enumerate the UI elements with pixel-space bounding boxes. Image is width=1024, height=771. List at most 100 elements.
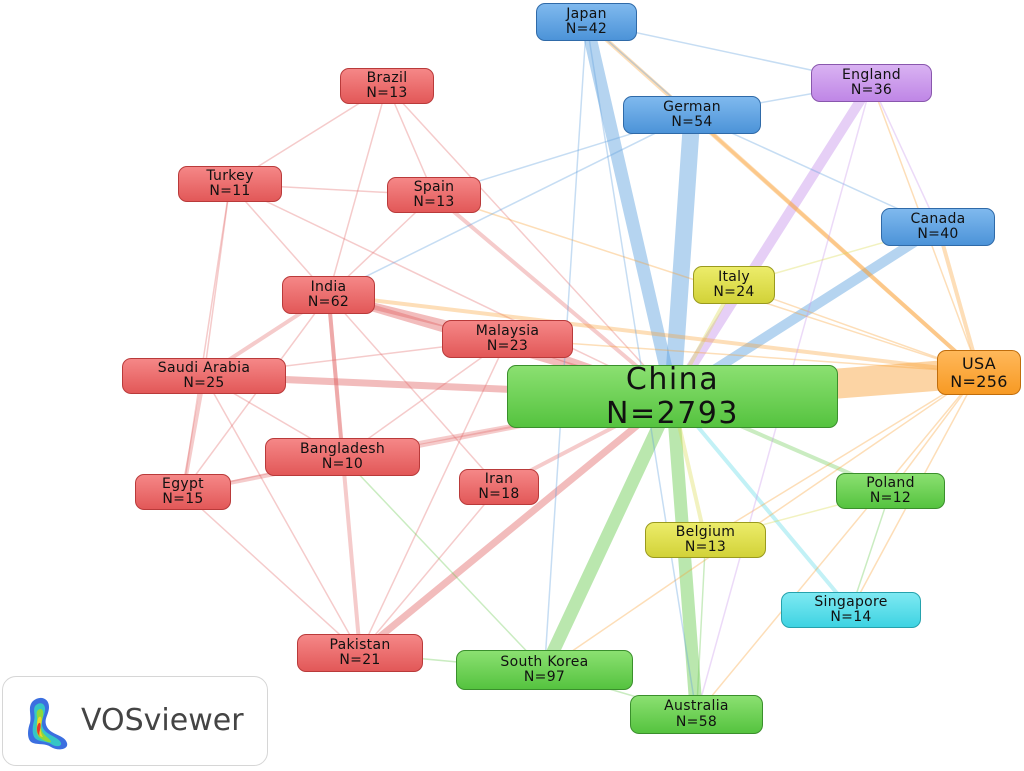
link-india-brazil [327,85,388,296]
node-usa[interactable]: USA N=256 [937,350,1021,395]
link-brazil-spain [386,85,435,196]
vosviewer-logo: VOSviewer [2,676,268,766]
link-china-spain [432,193,675,399]
link-china-brazil [386,85,674,398]
node-belgium[interactable]: Belgium N=13 [645,522,766,558]
node-label: Italy [718,268,750,285]
link-usa-belgium [704,371,980,541]
node-label: Egypt [162,475,204,492]
node-singapore[interactable]: Singapore N=14 [781,592,921,628]
node-count: N=256 [950,371,1008,391]
link-usa-canada [936,225,981,375]
node-malaysia[interactable]: Malaysia N=23 [442,320,573,358]
heatmap-blob-icon [28,697,68,750]
node-count: N=10 [321,456,364,472]
link-usa-southkorea [543,371,980,671]
node-count: N=13 [684,539,727,555]
node-count: N=36 [850,82,893,98]
node-label: Spain [413,178,455,195]
node-egypt[interactable]: Egypt N=15 [135,474,231,510]
node-pakistan[interactable]: Pakistan N=21 [297,634,423,672]
link-china-turkey [229,183,674,398]
node-canada[interactable]: Canada N=40 [881,208,995,246]
node-saudi-arabia[interactable]: Saudi Arabia N=25 [122,358,286,394]
node-label: Iran [484,470,514,487]
node-count: N=42 [565,21,608,37]
link-pakistan-iran [359,486,500,654]
node-count: N=13 [366,85,408,101]
link-india-iran [327,294,500,488]
node-label: Malaysia [475,322,540,339]
node-count: N=23 [486,338,529,354]
node-turkey[interactable]: Turkey N=11 [178,166,282,202]
node-label: Singapore [814,593,888,610]
node-label: German [663,98,721,115]
link-pakistan-malaysia [359,338,509,654]
node-count: N=62 [307,294,350,310]
node-label: USA [961,353,996,373]
link-saudi-egypt [181,374,206,494]
node-india[interactable]: India N=62 [282,276,375,314]
link-usa-japan [584,20,981,375]
link-china-singapore [670,394,853,612]
node-count: N=18 [478,486,520,502]
node-china[interactable]: China N=2793 [507,361,838,430]
node-south-korea[interactable]: South Korea N=97 [456,650,633,690]
link-england-canada [870,82,939,228]
link-china-german [664,106,701,405]
link-australia-belgium [695,539,707,716]
node-count: N=24 [713,284,755,300]
link-german-india [327,114,693,296]
node-count: N=21 [339,652,381,668]
node-england[interactable]: England N=36 [811,64,932,102]
node-iran[interactable]: Iran N=18 [459,469,539,505]
node-count: N=58 [675,713,718,730]
node-count: N=13 [413,194,455,210]
link-china-england [667,78,877,402]
link-saudi-pakistan [203,375,361,654]
node-japan[interactable]: Japan N=42 [536,3,637,41]
link-bangladesh-malaysia [341,338,509,458]
node-label: Poland [866,474,915,491]
link-china-pakistan [356,393,676,657]
node-count: N=15 [162,491,204,507]
link-poland-singapore [850,490,892,611]
link-southkorea-bangladesh [341,456,546,671]
link-china-southkorea [538,390,679,677]
node-count: N=12 [869,490,912,506]
node-label: South Korea [500,653,589,670]
link-india-bangladesh [326,293,345,459]
node-label: Turkey [206,167,254,184]
node-count: N=11 [209,183,251,199]
link-saudi-turkey [203,183,231,377]
link-usa-australia [695,371,980,716]
node-bangladesh[interactable]: Bangladesh N=10 [265,438,420,476]
node-poland[interactable]: Poland N=12 [836,473,945,509]
link-china-japan [580,15,679,403]
logo-text: VOSviewer [81,703,244,738]
node-label: Belgium [675,523,736,540]
node-count: N=54 [671,114,713,130]
node-count: N=25 [183,375,225,391]
node-label: Brazil [366,69,408,86]
link-usa-malaysia [506,338,980,374]
node-spain[interactable]: Spain N=13 [387,177,481,213]
link-usa-india [326,293,981,375]
node-german[interactable]: German N=54 [623,96,761,134]
node-label: Bangladesh [299,440,386,457]
node-label: England [842,66,901,83]
node-count: N=97 [523,669,566,685]
link-usa-german [690,113,981,375]
node-label: Canada [910,210,966,227]
node-label: Japan [566,5,607,22]
node-italy[interactable]: Italy N=24 [693,266,775,304]
node-brazil[interactable]: Brazil N=13 [340,68,434,104]
node-australia[interactable]: Australia N=58 [630,695,763,734]
node-label: India [310,278,347,295]
node-count: N=14 [830,609,872,625]
link-egypt-pakistan [182,491,361,654]
node-label: China [625,361,720,397]
node-label: Australia [664,698,729,715]
node-label: Saudi Arabia [157,359,251,376]
